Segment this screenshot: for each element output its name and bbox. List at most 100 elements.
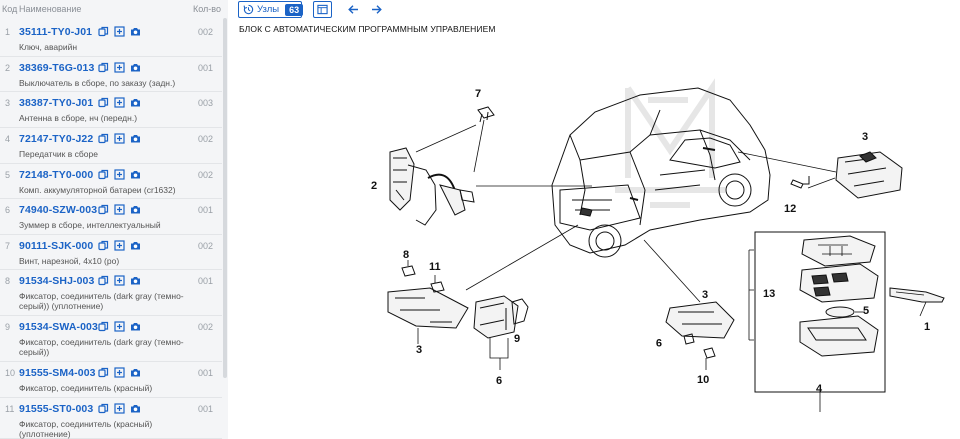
part-number-link[interactable]: 91534-SWA-003 — [19, 321, 98, 333]
copy-icon[interactable] — [98, 403, 109, 414]
add-icon[interactable] — [114, 26, 125, 37]
part-number-link[interactable]: 72147-TY0-J22 — [19, 133, 94, 145]
copy-icon[interactable] — [98, 204, 109, 215]
camera-icon[interactable] — [130, 403, 141, 414]
copy-icon[interactable] — [98, 133, 109, 144]
row-quantity: 003 — [198, 98, 214, 108]
callout-5: 5 — [863, 305, 869, 317]
transmitter-box-drawing — [748, 231, 886, 412]
camera-icon[interactable] — [130, 275, 141, 286]
list-scrollbar[interactable] — [223, 18, 227, 378]
add-icon[interactable] — [114, 367, 125, 378]
part-description: Фиксатор, соединитель (dark gray (темно-… — [19, 291, 184, 311]
callout-7: 7 — [475, 88, 481, 100]
add-icon[interactable] — [114, 97, 125, 108]
copy-icon[interactable] — [98, 240, 109, 251]
camera-icon[interactable] — [130, 204, 141, 215]
add-icon[interactable] — [114, 169, 125, 180]
copy-icon[interactable] — [98, 367, 109, 378]
camera-icon[interactable] — [130, 169, 141, 180]
callout-1: 1 — [924, 321, 930, 333]
previous-node-button[interactable] — [346, 2, 361, 17]
callout-3-left: 3 — [416, 344, 422, 356]
row-number: 1 — [5, 27, 11, 37]
copy-icon[interactable] — [98, 62, 109, 73]
add-icon[interactable] — [114, 321, 125, 332]
camera-icon[interactable] — [130, 321, 141, 332]
list-header: Код Наименование Кол-во — [0, 0, 228, 18]
row-actions — [98, 321, 141, 332]
row-quantity: 001 — [198, 63, 214, 73]
part-description: Фиксатор, соединитель (красный) — [19, 383, 153, 393]
part-description: Ключ, аварийн — [19, 42, 78, 52]
nodes-label: Узлы — [257, 4, 280, 15]
callout-13: 13 — [763, 288, 775, 300]
part-description: Фиксатор, соединитель (красный) (уплотне… — [19, 419, 153, 439]
next-node-button[interactable] — [369, 2, 384, 17]
callout-labels: 1 2 3 3 3 4 5 6 7 8 9 9 10 11 12 13 — [371, 88, 930, 395]
row-quantity: 001 — [198, 276, 214, 286]
part-number-link[interactable]: 90111-SJK-000 — [19, 240, 94, 252]
buzzer-drawing — [473, 295, 529, 370]
header-qty: Кол-во — [193, 4, 221, 14]
add-icon[interactable] — [114, 204, 125, 215]
row-quantity: 001 — [198, 205, 214, 215]
row-actions — [98, 367, 141, 378]
part-number-link[interactable]: 74940-SZW-003 — [19, 204, 98, 216]
camera-icon[interactable] — [130, 62, 141, 73]
part-number-link[interactable]: 91555-ST0-003 — [19, 403, 94, 415]
add-icon[interactable] — [114, 62, 125, 73]
history-icon — [243, 4, 254, 15]
camera-icon[interactable] — [130, 26, 141, 37]
antenna-drawing — [387, 224, 579, 344]
row-actions — [98, 169, 141, 180]
callout-3-bottom: 3 — [702, 289, 708, 301]
callout-8: 8 — [403, 249, 409, 261]
copy-icon[interactable] — [98, 26, 109, 37]
camera-icon[interactable] — [130, 367, 141, 378]
lower-antenna-drawing — [643, 239, 735, 370]
copy-icon[interactable] — [98, 275, 109, 286]
row-actions — [98, 204, 141, 215]
image-view-button[interactable] — [313, 1, 332, 18]
rear-handle-drawing — [737, 151, 903, 199]
copy-icon[interactable] — [98, 97, 109, 108]
part-number-link[interactable]: 72148-TY0-000 — [19, 169, 94, 181]
part-number-link[interactable]: 38369-T6G-013 — [19, 62, 95, 74]
part-description: Фиксатор, соединитель (dark gray (темно-… — [19, 337, 184, 357]
callout-3-top: 3 — [862, 131, 868, 143]
part-number-link[interactable]: 91534-SHJ-003 — [19, 275, 95, 287]
part-description: Выключатель в сборе, по заказу (задн.) — [19, 78, 176, 88]
part-number-link[interactable]: 91555-SM4-003 — [19, 367, 96, 379]
row-number: 7 — [5, 241, 11, 251]
copy-icon[interactable] — [98, 321, 109, 332]
row-actions — [98, 403, 141, 414]
row-actions — [98, 97, 141, 108]
camera-icon[interactable] — [130, 133, 141, 144]
add-icon[interactable] — [114, 133, 125, 144]
callout-4: 4 — [816, 383, 823, 395]
copy-icon[interactable] — [98, 169, 109, 180]
part-number-link[interactable]: 38387-TY0-J01 — [19, 97, 94, 109]
callout-12: 12 — [784, 203, 796, 215]
diagram-title: БЛОК С АВТОМАТИЧЕСКИМ ПРОГРАММНЫМ УПРАВЛ… — [239, 24, 496, 34]
nodes-button[interactable]: Узлы 63 — [238, 1, 304, 18]
add-icon[interactable] — [114, 403, 125, 414]
add-icon[interactable] — [114, 240, 125, 251]
parts-diagram[interactable]: 1 2 3 3 3 4 5 6 7 8 9 9 10 11 12 13 — [230, 40, 960, 439]
part-number-link[interactable]: 35111-TY0-J01 — [19, 26, 93, 38]
add-icon[interactable] — [114, 275, 125, 286]
camera-icon[interactable] — [130, 97, 141, 108]
camera-icon[interactable] — [130, 240, 141, 251]
